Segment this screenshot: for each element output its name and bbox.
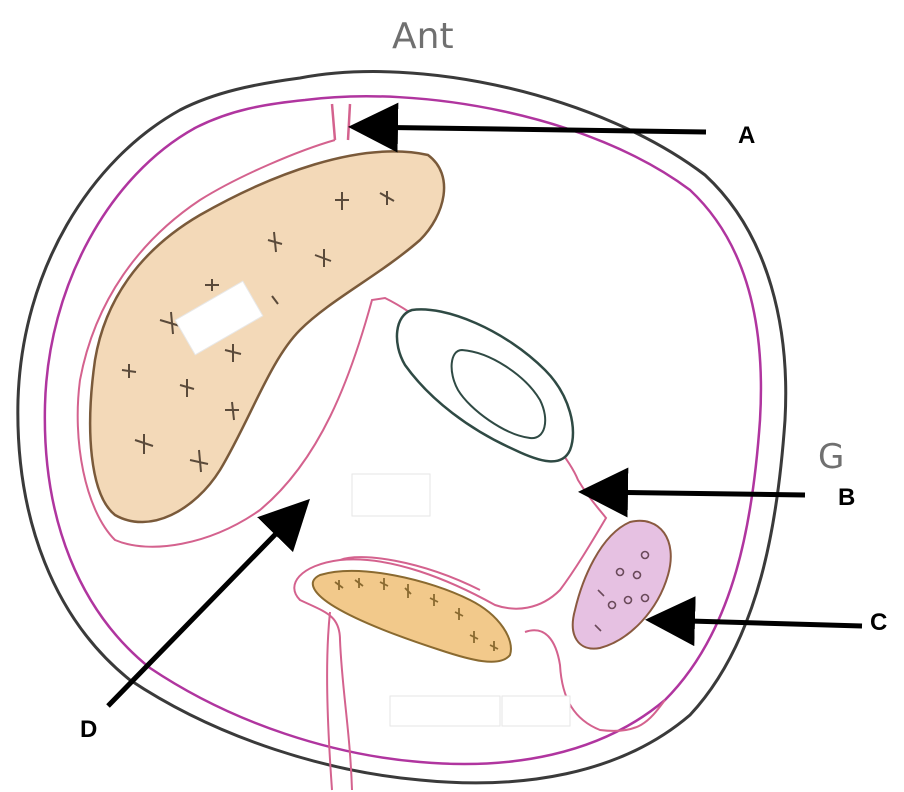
label-b: B	[838, 484, 855, 511]
blank-patch-2	[352, 474, 430, 516]
side-label: G	[818, 437, 844, 477]
label-d: D	[80, 716, 97, 743]
medial-bundle	[573, 521, 671, 649]
posterior-muscle-group	[313, 571, 511, 662]
blank-patch-3	[390, 696, 500, 726]
anterior-muscle-group	[90, 151, 444, 522]
arrow-d	[108, 506, 303, 706]
anterior-label: Ant	[392, 16, 454, 57]
arrow-a	[358, 127, 706, 132]
label-a: A	[738, 122, 755, 149]
anterior-septum	[332, 104, 350, 140]
label-c: C	[870, 609, 887, 636]
arrow-b	[588, 492, 805, 495]
blank-patch-4	[502, 696, 570, 726]
arrow-c	[655, 620, 862, 626]
